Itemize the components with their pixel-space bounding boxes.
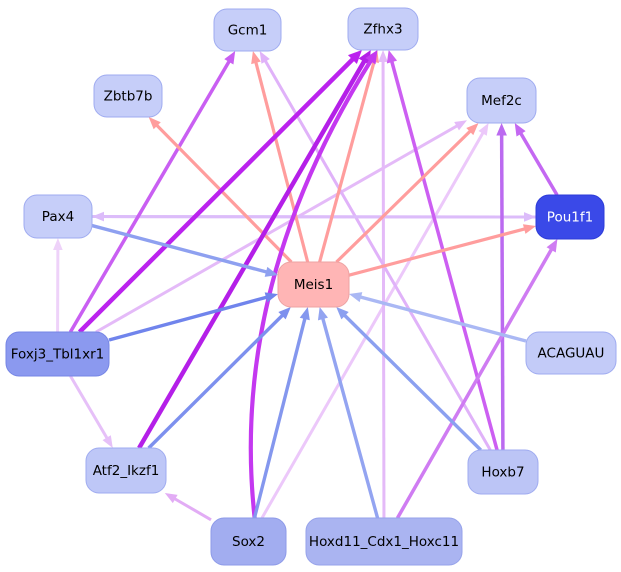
edge-pou1f1-to-pax4 [92, 211, 537, 222]
node-atf2-ikzf1[interactable]: Atf2_Ikzf1 [85, 447, 167, 494]
edge-foxj3-tbl1xr1-to-pax4 [53, 238, 63, 333]
node-box[interactable] [5, 331, 110, 377]
edge-atf2-ikzf1-to-meis1 [147, 307, 291, 450]
arrowhead [496, 123, 507, 136]
node-pax4[interactable]: Pax4 [23, 194, 93, 239]
arrowhead [454, 120, 467, 131]
arrowhead [478, 123, 489, 136]
node-sox2[interactable]: Sox2 [210, 517, 287, 566]
arrowhead [336, 307, 349, 320]
edge-foxj3-tbl1xr1-to-meis1 [108, 292, 278, 342]
edge-hoxb7-to-mef2c [496, 123, 507, 451]
node-zfhx3[interactable]: Zfhx3 [347, 7, 419, 51]
node-label: ACAGUAU [538, 346, 605, 362]
node-label: Zbtb7b [104, 89, 153, 105]
node-label: Atf2_Ikzf1 [93, 463, 160, 479]
arrowhead [378, 50, 388, 63]
edge-hoxb7-to-meis1 [336, 307, 482, 452]
arrowhead [53, 238, 63, 251]
node-meis1[interactable]: Meis1 [277, 261, 350, 308]
edge-meis1-to-mef2c [335, 123, 479, 264]
node-hoxd11-cdx1-hoxc11[interactable]: Hoxd11_Cdx1_Hoxc11 [305, 517, 463, 566]
node-box[interactable] [467, 449, 539, 495]
edge-sox2-to-zfhx3 [248, 50, 378, 519]
arrowhead [349, 292, 363, 303]
edge-sox2-to-meis1 [252, 307, 310, 519]
node-pou1f1[interactable]: Pou1f1 [535, 194, 605, 240]
node-label: Sox2 [232, 534, 265, 550]
arrowhead [466, 123, 479, 136]
edge-foxj3-tbl1xr1-to-zfhx3 [77, 50, 362, 334]
arrowhead [278, 307, 291, 320]
arrowhead [224, 51, 236, 65]
edge-foxj3-tbl1xr1-to-mef2c [95, 120, 467, 334]
arrowhead [546, 239, 558, 253]
node-box[interactable] [525, 331, 617, 375]
arrowhead [164, 493, 178, 504]
node-label: Hoxb7 [481, 465, 524, 481]
edge-pou1f1-to-mef2c [514, 123, 559, 196]
node-label: Pou1f1 [547, 210, 593, 226]
node-label: Zfhx3 [363, 22, 402, 38]
edges-layer [53, 50, 559, 522]
edge-foxj3-tbl1xr1-to-atf2-ikzf1 [69, 375, 113, 448]
node-label: Mef2c [481, 93, 522, 109]
arrowhead [264, 292, 278, 303]
arrowhead [386, 50, 398, 64]
node-box[interactable] [305, 517, 463, 566]
arrowhead [317, 307, 328, 321]
arrowhead [358, 50, 371, 65]
arrowhead [522, 224, 536, 234]
node-label: Foxj3_Tbl1xr1 [11, 347, 105, 363]
arrowhead [264, 266, 278, 277]
arrowhead [365, 50, 378, 65]
arrowhead [299, 307, 310, 321]
edge-foxj3-tbl1xr1-to-gcm1 [68, 51, 236, 333]
edge-sox2-to-mef2c [260, 123, 489, 519]
node-box[interactable] [210, 517, 287, 566]
node-box[interactable] [535, 194, 605, 240]
edge-meis1-to-pou1f1 [348, 224, 536, 277]
node-box[interactable] [23, 194, 93, 239]
node-box[interactable] [277, 261, 350, 308]
node-label: Meis1 [294, 277, 333, 293]
arrowhead [102, 435, 113, 448]
node-mef2c[interactable]: Mef2c [466, 77, 537, 124]
node-hoxb7[interactable]: Hoxb7 [467, 449, 539, 495]
edge-sox2-to-atf2-ikzf1 [164, 493, 212, 522]
edge-hoxd11-cdx1-hoxc11-to-pou1f1 [395, 239, 558, 519]
edge-pax4-to-meis1 [91, 223, 278, 277]
node-box[interactable] [93, 74, 163, 118]
arrowhead [259, 51, 270, 64]
edge-hoxb7-to-gcm1 [259, 51, 492, 451]
arrowhead [92, 211, 105, 222]
edge-hoxd11-cdx1-hoxc11-to-meis1 [317, 307, 380, 519]
arrowhead [347, 50, 362, 64]
arrowhead [251, 51, 261, 65]
node-gcm1[interactable]: Gcm1 [213, 8, 282, 52]
node-box[interactable] [85, 447, 167, 494]
edge-hoxb7-to-zfhx3 [386, 50, 499, 451]
node-zbtb7b[interactable]: Zbtb7b [93, 74, 163, 118]
node-box[interactable] [347, 7, 419, 51]
node-box[interactable] [213, 8, 282, 52]
edge-hoxd11-cdx1-hoxc11-to-zfhx3 [378, 50, 388, 519]
edge-meis1-to-gcm1 [251, 51, 310, 263]
arrowhead [514, 123, 526, 137]
node-label: Hoxd11_Cdx1_Hoxc11 [309, 534, 459, 550]
node-acaguau[interactable]: ACAGUAU [525, 331, 617, 375]
node-box[interactable] [466, 77, 537, 124]
arrowhead [148, 117, 161, 130]
edge-atf2-ikzf1-to-zfhx3 [137, 50, 371, 450]
node-label: Pax4 [42, 209, 74, 225]
edge-acaguau-to-meis1 [349, 292, 527, 343]
node-foxj3-tbl1xr1[interactable]: Foxj3_Tbl1xr1 [5, 331, 110, 377]
node-label: Gcm1 [228, 23, 268, 39]
